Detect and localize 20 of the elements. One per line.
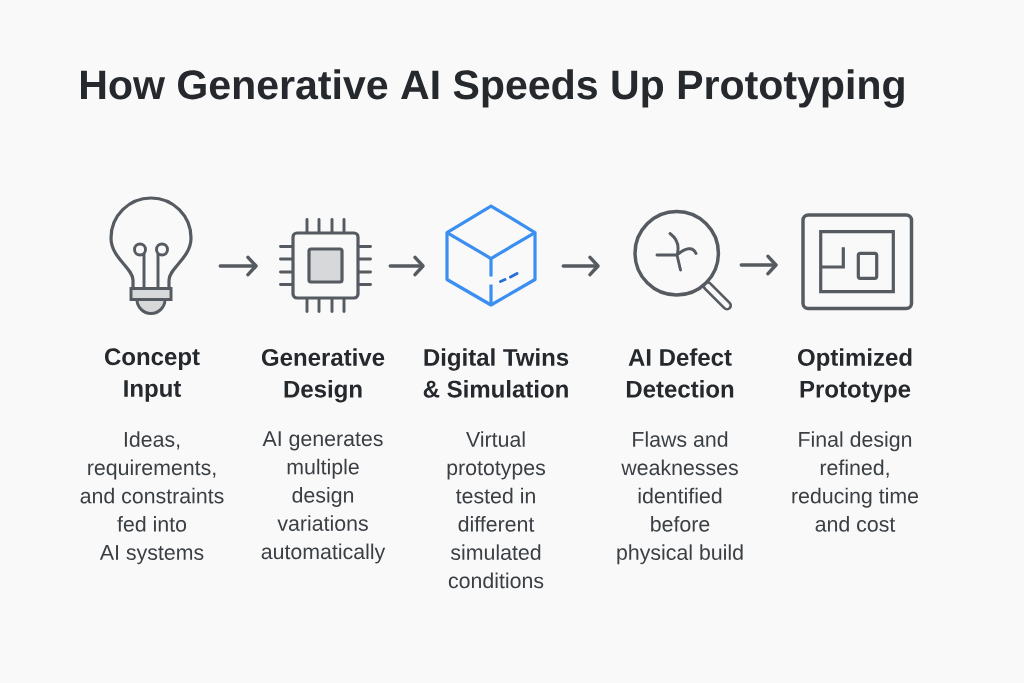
step-title: Generative Design bbox=[261, 348, 385, 403]
arrow bbox=[561, 255, 600, 277]
arrow bbox=[218, 255, 258, 277]
floor-plan-icon bbox=[801, 213, 914, 311]
step-description: Flaws and weaknesses identified before physical build bbox=[617, 431, 743, 565]
cube-icon bbox=[445, 204, 537, 307]
step-description: Virtual prototypes tested in different simulated conditions bbox=[447, 431, 546, 589]
arrow bbox=[739, 254, 778, 276]
title: How Generative AI Speeds Up Prototyping bbox=[81, 69, 904, 108]
step-description: Final design refined, reducing time and cost bbox=[792, 431, 919, 532]
step-title: Optimized Prototype bbox=[798, 348, 912, 403]
lightbulb-icon bbox=[109, 196, 193, 315]
chip-icon bbox=[279, 218, 372, 313]
step-title: AI Defect Detection bbox=[626, 348, 734, 398]
arrow bbox=[388, 255, 425, 277]
magnifier-icon bbox=[633, 209, 733, 311]
step-title: Concept Input bbox=[105, 348, 200, 402]
step-title: Digital Twins & Simulation bbox=[423, 348, 569, 398]
step-description: Ideas, requirements, and constraints fed into AI systems bbox=[80, 431, 224, 565]
step-description: AI generates multiple design variations automatically bbox=[261, 431, 386, 564]
